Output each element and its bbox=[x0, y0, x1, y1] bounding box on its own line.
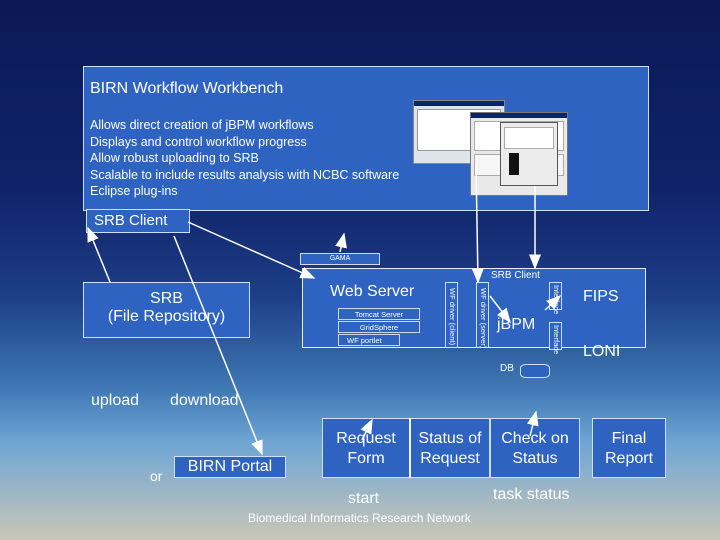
db-label: DB bbox=[500, 363, 514, 374]
workbench-screenshot-3 bbox=[500, 122, 558, 186]
download-label: download bbox=[170, 392, 239, 409]
feature-item: Allow robust uploading to SRB bbox=[90, 151, 259, 166]
gama-box: GAMA bbox=[300, 253, 380, 265]
feature-item: Allows direct creation of jBPM workflows bbox=[90, 118, 314, 132]
wf-driver-client bbox=[445, 282, 458, 348]
arrow-download bbox=[173, 235, 263, 456]
arrow-workbench-to-driver bbox=[471, 163, 484, 284]
srb-repo-line2: (File Repository) bbox=[107, 308, 226, 325]
arrow-jbpm-to-fips bbox=[544, 294, 562, 311]
footer-text: Biomedical Informatics Research Network bbox=[248, 511, 471, 525]
feature-item: Displays and control workflow progress bbox=[90, 134, 307, 149]
start-label: start bbox=[348, 490, 380, 507]
srb-file-repository: SRB (File Repository) bbox=[83, 282, 250, 338]
interface-loni-label: Interface bbox=[552, 325, 561, 355]
fips-label: FIPS bbox=[583, 288, 619, 305]
arrow-driver-to-jbpm bbox=[489, 295, 511, 324]
task-status-label: task status bbox=[493, 486, 570, 503]
arrow-gama bbox=[335, 232, 347, 253]
wf-driver-client-label: WF driver (client) bbox=[448, 288, 457, 346]
workbench-features: Allows direct creation of jBPM workflows… bbox=[90, 117, 399, 200]
srb-repo-line1: SRB bbox=[150, 290, 183, 307]
loni-label: LONI bbox=[583, 343, 621, 360]
wf-portlet: WF portlet bbox=[338, 334, 400, 346]
interface-loni bbox=[549, 322, 562, 350]
workbench-title: BIRN Workflow Workbench bbox=[90, 80, 284, 97]
feature-item: Scalable to include results analysis wit… bbox=[90, 167, 400, 182]
wf-driver-server-label: WF driver (server) bbox=[479, 288, 488, 349]
feature-item: Eclipse plug-ins bbox=[90, 184, 178, 199]
check-on-status-button[interactable]: Check on Status bbox=[490, 418, 580, 478]
srb-client-top: SRB Client bbox=[86, 209, 190, 233]
or-label: or bbox=[150, 468, 163, 484]
birn-portal-button[interactable]: BIRN Portal bbox=[174, 456, 286, 478]
gridsphere: GridSphere bbox=[338, 321, 420, 333]
arrow-final-report bbox=[526, 410, 539, 437]
upload-label: upload bbox=[91, 392, 140, 409]
arrow-srb-client-to-srb bbox=[187, 221, 316, 279]
arrow-start bbox=[360, 418, 373, 441]
arrow-upload bbox=[87, 226, 111, 283]
final-report-button[interactable]: Final Report bbox=[592, 418, 666, 478]
web-server-title: Web Server bbox=[330, 283, 415, 300]
tomcat-server: Tomcat Server bbox=[338, 308, 420, 320]
srb-client-server: SRB Client bbox=[491, 270, 540, 281]
database-icon bbox=[520, 364, 550, 378]
